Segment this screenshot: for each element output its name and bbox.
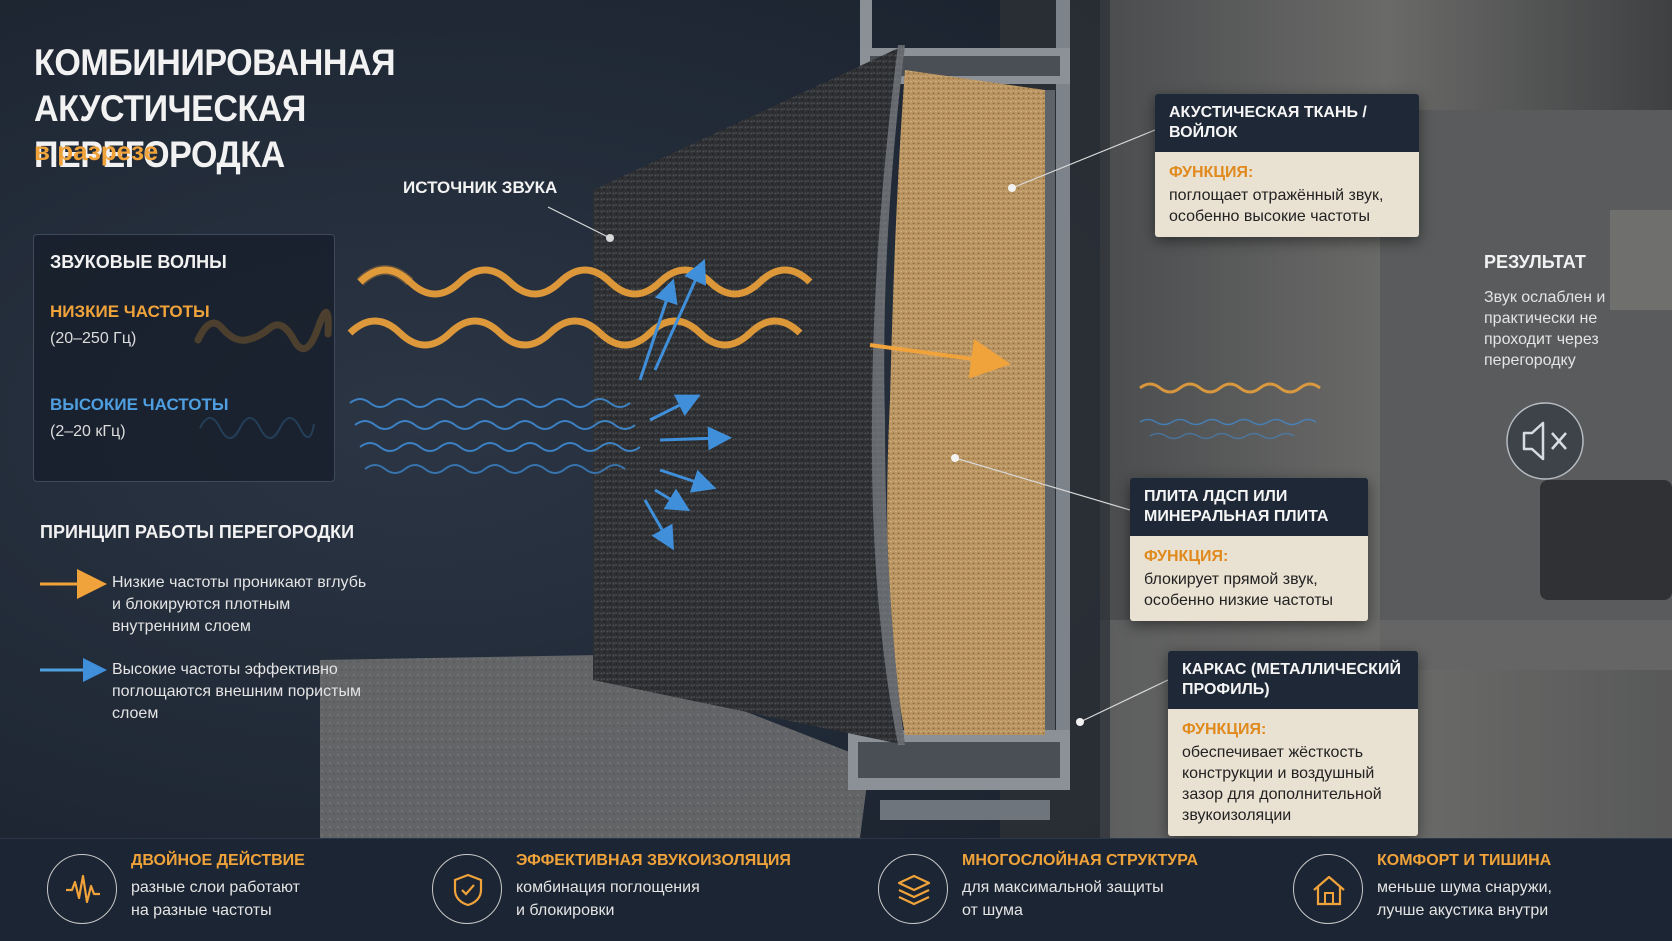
shield-check-icon xyxy=(432,854,502,924)
feature-title: ЭФФЕКТИВНАЯ ЗВУКОИЗОЛЯЦИЯ xyxy=(516,852,791,869)
feature-title: ДВОЙНОЕ ДЕЙСТВИЕ xyxy=(131,852,305,869)
callout-chipboard: ПЛИТА ЛДСП ИЛИ МИНЕРАЛЬНАЯ ПЛИТА ФУНКЦИЯ… xyxy=(1130,478,1368,621)
callout-function-label: ФУНКЦИЯ: xyxy=(1144,548,1229,565)
feature-title: МНОГОСЛОЙНАЯ СТРУКТУРА xyxy=(962,852,1199,869)
callout-title: КАРКАС (МЕТАЛЛИЧЕСКИЙ ПРОФИЛЬ) xyxy=(1168,651,1418,709)
feature-multilayer: МНОГОСЛОЙНАЯ СТРУКТУРА для максимальной … xyxy=(878,848,1208,932)
feature-line: разные слои работают xyxy=(131,879,300,896)
feature-comfort: КОМФОРТ И ТИШИНА меньше шума снаружи, луч… xyxy=(1293,848,1653,932)
feature-line: и блокировки xyxy=(516,902,615,919)
waves-legend-panel xyxy=(33,234,335,482)
result-title: РЕЗУЛЬТАТ xyxy=(1484,252,1586,272)
home-icon xyxy=(1293,854,1363,924)
callout-title: ПЛИТА ЛДСП ИЛИ МИНЕРАЛЬНАЯ ПЛИТА xyxy=(1130,478,1368,536)
result-text: Звук ослаблен и практически не проходит … xyxy=(1484,289,1606,369)
principle-title: ПРИНЦИП РАБОТЫ ПЕРЕГОРОДКИ xyxy=(40,522,355,542)
feature-line: комбинация поглощения xyxy=(516,879,700,896)
feature-soundproofing: ЭФФЕКТИВНАЯ ЗВУКОИЗОЛЯЦИЯ комбинация пог… xyxy=(432,848,812,932)
principle-high-text: Высокие частоты эффективно поглощаются в… xyxy=(112,661,361,722)
callout-metal-frame: КАРКАС (МЕТАЛЛИЧЕСКИЙ ПРОФИЛЬ) ФУНКЦИЯ: … xyxy=(1168,651,1418,836)
layers-icon xyxy=(878,854,948,924)
low-frequency-range: (20–250 Гц) xyxy=(50,330,137,347)
muted-speaker-icon xyxy=(1506,402,1584,480)
callout-function-label: ФУНКЦИЯ: xyxy=(1182,721,1267,738)
low-frequency-label: НИЗКИЕ ЧАСТОТЫ xyxy=(50,302,210,321)
feature-line: лучше акустика внутри xyxy=(1377,902,1549,919)
feature-line: для максимальной защиты xyxy=(962,879,1164,896)
feature-title: КОМФОРТ И ТИШИНА xyxy=(1377,852,1552,869)
features-band xyxy=(0,838,1672,941)
feature-line: от шума xyxy=(962,902,1023,919)
callout-description: блокирует прямой звук, особенно низкие ч… xyxy=(1144,571,1334,609)
high-frequency-range: (2–20 кГц) xyxy=(50,423,126,440)
callout-title: АКУСТИЧЕСКАЯ ТКАНЬ / ВОЙЛОК xyxy=(1155,94,1419,152)
page-subtitle: в разрезе xyxy=(34,136,159,166)
page-title: Комбинированная акустическая перегородка xyxy=(34,42,396,175)
feature-line: на разные частоты xyxy=(131,902,272,919)
callout-acoustic-fabric: АКУСТИЧЕСКАЯ ТКАНЬ / ВОЙЛОК ФУНКЦИЯ: пог… xyxy=(1155,94,1419,237)
callout-function-label: ФУНКЦИЯ: xyxy=(1169,164,1254,181)
waveform-icon xyxy=(47,854,117,924)
high-frequency-label: ВЫСОКИЕ ЧАСТОТЫ xyxy=(50,395,229,414)
callout-description: обеспечивает жёсткость конструкции и воз… xyxy=(1182,744,1382,824)
feature-dual-action: ДВОЙНОЕ ДЕЙСТВИЕ разные слои работают на … xyxy=(47,848,377,932)
feature-line: меньше шума снаружи, xyxy=(1377,879,1552,896)
callout-description: поглощает отражённый звук, особенно высо… xyxy=(1169,187,1384,225)
waves-legend-title: ЗВУКОВЫЕ ВОЛНЫ xyxy=(50,252,227,272)
principle-low-text: Низкие частоты проникают вглубь и блокир… xyxy=(112,574,367,635)
sound-source-label: ИСТОЧНИК ЗВУКА xyxy=(403,178,558,197)
